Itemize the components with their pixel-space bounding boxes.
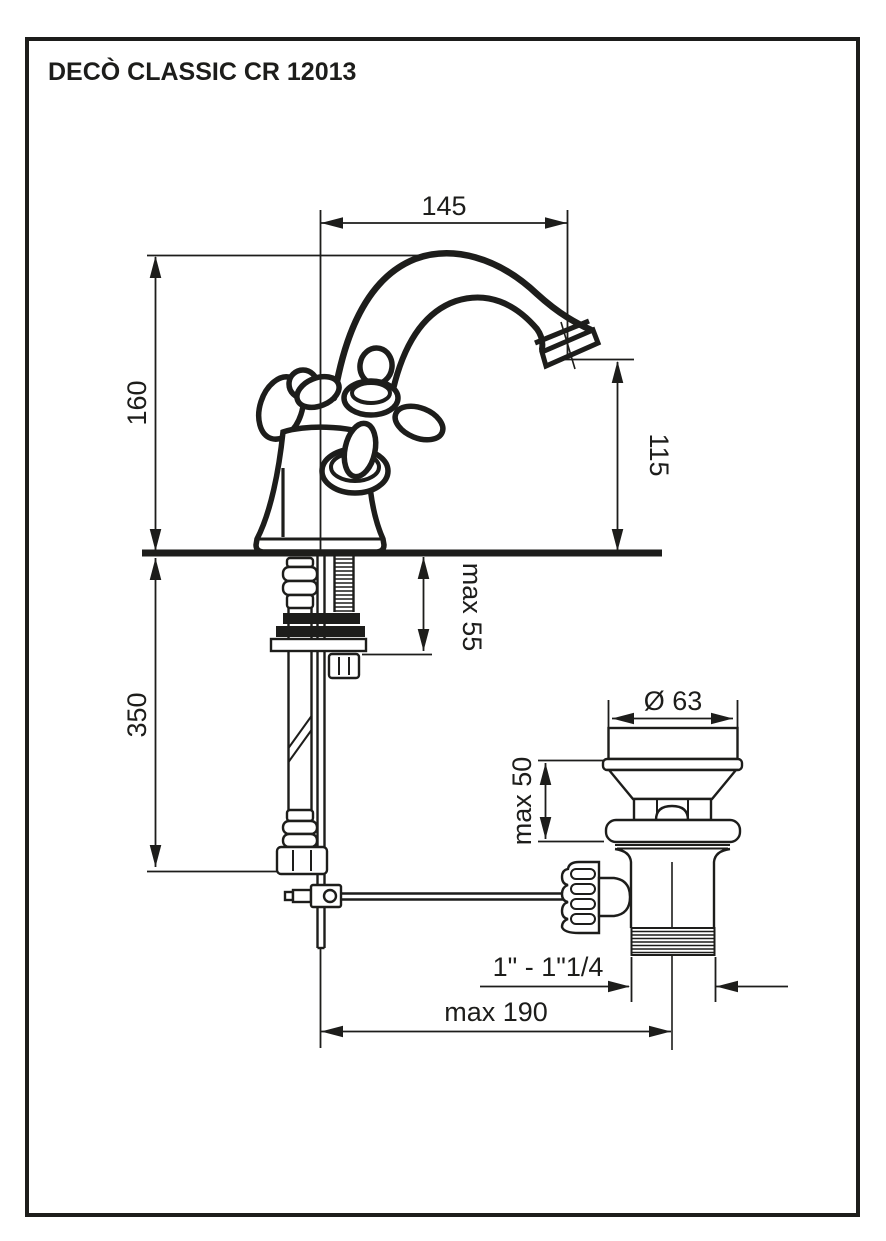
handle-lobe-right [392,403,446,443]
clamp-screw [322,888,338,904]
dimension-spout-reach: 145 [319,191,569,556]
hose-break-mark [287,715,313,749]
hose-break-mark [287,729,313,763]
dim-label-160: 160 [122,380,152,425]
dim-label-max-55: max 55 [457,563,487,652]
page-border [25,37,860,1217]
stud-nut [327,652,361,680]
handle-hub-top [350,381,392,405]
spout-outer-curve [330,250,595,402]
popup-waste-assembly [560,726,744,1050]
spout-joint-line [534,318,590,346]
lever-ball-joint [597,876,632,918]
dim-label-max-50: max 50 [507,757,537,846]
dimension-hose-length: 350 [122,558,277,873]
dimension-max-rod-reach: max 190 [319,948,671,1048]
stopper-dome [654,804,690,822]
linkage-pin [283,890,295,902]
dim-label-diameter-63: Ø 63 [644,686,703,716]
spout-aerator-cap [538,326,602,370]
popup-linkage [283,883,566,909]
page-title: DECÒ CLASSIC CR 12013 [48,56,356,86]
dim-label-thread: 1" - 1"1/4 [493,952,604,982]
waste-body [614,847,633,928]
hose-end-nut [275,845,329,876]
dim-label-max-190: max 190 [444,997,548,1027]
stopper-funnel [606,768,739,801]
handle-lobe-left [294,373,342,411]
mounting-stud [333,556,355,612]
dimension-max-popup-stroke: max 50 [507,757,604,846]
dimension-spout-height: 115 [560,358,674,551]
under-counter-assembly [269,556,566,950]
handle-lobe-bottom [341,420,379,480]
counter-line [142,549,662,557]
dim-label-145: 145 [421,191,466,221]
rubber-washer [283,613,360,624]
dim-label-350: 350 [122,692,152,737]
dimension-waste-diameter: Ø 63 [607,686,739,727]
mounting-hardware [269,613,368,680]
spout-inner-curve [387,294,546,407]
waste-stopper-head [607,726,739,761]
waste-body [712,847,731,928]
dimension-max-deck-thickness: max 55 [362,557,487,656]
stopper-lip [601,757,744,772]
mounting-flange [269,637,368,653]
rubber-washer [276,626,365,637]
waste-flange [604,818,742,844]
supply-hose [275,556,329,876]
dim-label-115: 115 [644,433,674,476]
faucet-figure [253,250,602,555]
waste-thread-section [630,927,716,956]
dimension-body-height: 160 [122,254,465,551]
dimension-waste-thread: 1" - 1"1/4 [480,952,788,1002]
linkage-plug [291,888,313,904]
